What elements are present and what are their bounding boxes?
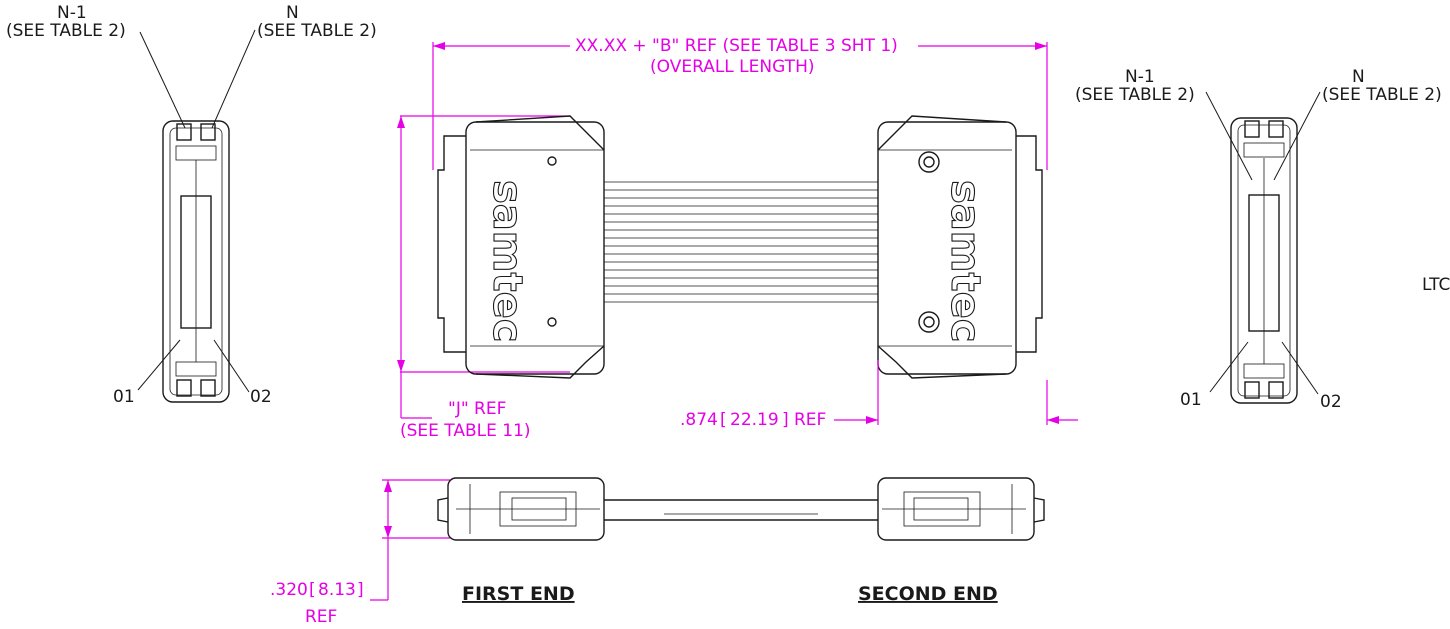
right-n-ref: (SEE TABLE 2) [1322, 85, 1442, 105]
second-side-body [877, 477, 1035, 541]
right-pin-row-bot [1243, 363, 1285, 379]
offset-bracket-close: ] [782, 410, 789, 430]
left-latch-top-b [200, 123, 216, 141]
first-screw-bottom [547, 317, 557, 327]
left-pin-row-top [175, 145, 217, 161]
second-connector-body [877, 121, 1017, 375]
second-latch-bottom [877, 345, 1007, 379]
overall-arrow-left [433, 42, 445, 50]
overall-length-note: (OVERALL LENGTH) [650, 57, 814, 77]
j-ref-note: (SEE TABLE 11) [400, 421, 531, 441]
first-latch-top [475, 115, 605, 151]
first-screw-top [547, 156, 557, 166]
height-ref-in: .320 [270, 580, 308, 600]
first-side-nose [437, 497, 449, 523]
first-connector-front [437, 135, 466, 353]
overall-arrow-right [1035, 42, 1047, 50]
j-arrow-bottom [397, 360, 405, 372]
second-logo: samtec [942, 180, 988, 342]
second-side-nose [1033, 497, 1045, 523]
right-latch-top-b [1268, 120, 1284, 138]
right-connector-body [1230, 117, 1298, 404]
height-arrow-bottom [384, 526, 392, 538]
j-ref-label: "J" REF [448, 399, 506, 419]
offset-arrow-right [1047, 416, 1059, 424]
j-arrow-top [397, 116, 405, 128]
second-screw-top [918, 151, 940, 173]
right-01-leader [1209, 341, 1249, 393]
offset-ref-mm: 22.19 [730, 410, 779, 430]
left-n-label: N [286, 3, 299, 23]
height-ref-suffix: REF [305, 607, 337, 627]
offset-ref-suffix: REF [794, 410, 826, 430]
right-latch-bot-b [1268, 381, 1284, 399]
right-connector-inner [1237, 124, 1291, 397]
truncated-label: LTC [1422, 275, 1450, 295]
left-latch-bot-b [200, 379, 216, 397]
second-screw-bottom-inner [923, 316, 935, 328]
left-02-label: 02 [250, 387, 272, 407]
left-end-view: N-1 (SEE TABLE 2) N (SEE TABLE 2) 01 02 [6, 3, 377, 407]
offset-bracket-open: [ [720, 410, 727, 430]
left-n1-leader [139, 31, 186, 129]
right-latch-top-a [1244, 120, 1260, 138]
left-n1-label: N-1 [57, 3, 87, 23]
left-pin-row-bot [175, 361, 217, 377]
right-02-leader [1281, 341, 1319, 395]
left-01-leader [137, 339, 181, 391]
left-n-leader [211, 29, 256, 129]
offset-arrow-left [866, 416, 878, 424]
right-n1-label: N-1 [1125, 67, 1155, 87]
left-02-leader [213, 339, 250, 393]
right-n1-ref: (SEE TABLE 2) [1075, 85, 1195, 105]
right-pin-row-top [1243, 142, 1285, 158]
left-n-ref: (SEE TABLE 2) [257, 21, 377, 41]
right-end-view: N-1 (SEE TABLE 2) N (SEE TABLE 2) 01 02 … [1075, 67, 1450, 412]
left-latch-top-a [176, 123, 192, 141]
left-connector-body [162, 120, 230, 403]
left-n1-ref: (SEE TABLE 2) [6, 21, 126, 41]
right-01-label: 01 [1180, 390, 1202, 410]
second-connector-front [1016, 135, 1043, 353]
left-01-label: 01 [113, 387, 135, 407]
first-connector-body [465, 121, 605, 375]
first-side-body [447, 477, 605, 541]
left-latch-bot-a [176, 379, 192, 397]
second-screw-bottom [918, 311, 940, 333]
right-latch-bot-a [1244, 381, 1260, 399]
first-end-heading: FIRST END [462, 583, 575, 605]
ribbon-cable [604, 181, 878, 303]
height-bracket-close: ] [357, 580, 364, 600]
first-logo: samtec [484, 180, 530, 342]
top-view: XX.XX + "B" REF (SEE TABLE 3 SHT 1) (OVE… [397, 36, 1078, 441]
overall-length-label: XX.XX + "B" REF (SEE TABLE 3 SHT 1) [575, 36, 898, 56]
right-n1-leader [1205, 91, 1253, 181]
height-bracket-open: [ [309, 580, 316, 600]
first-latch-bottom [475, 345, 605, 379]
right-n-label: N [1352, 67, 1365, 87]
height-ref-mm: 8.13 [318, 580, 356, 600]
offset-ref-in: .874 [680, 410, 718, 430]
second-latch-top [877, 115, 1007, 151]
second-screw-top-inner [923, 156, 935, 168]
side-view: .320 [ 8.13 ] REF [270, 477, 1045, 627]
left-connector-inner [169, 127, 223, 396]
right-02-label: 02 [1320, 392, 1342, 412]
second-end-heading: SECOND END [858, 583, 998, 605]
height-arrow-top [384, 480, 392, 492]
